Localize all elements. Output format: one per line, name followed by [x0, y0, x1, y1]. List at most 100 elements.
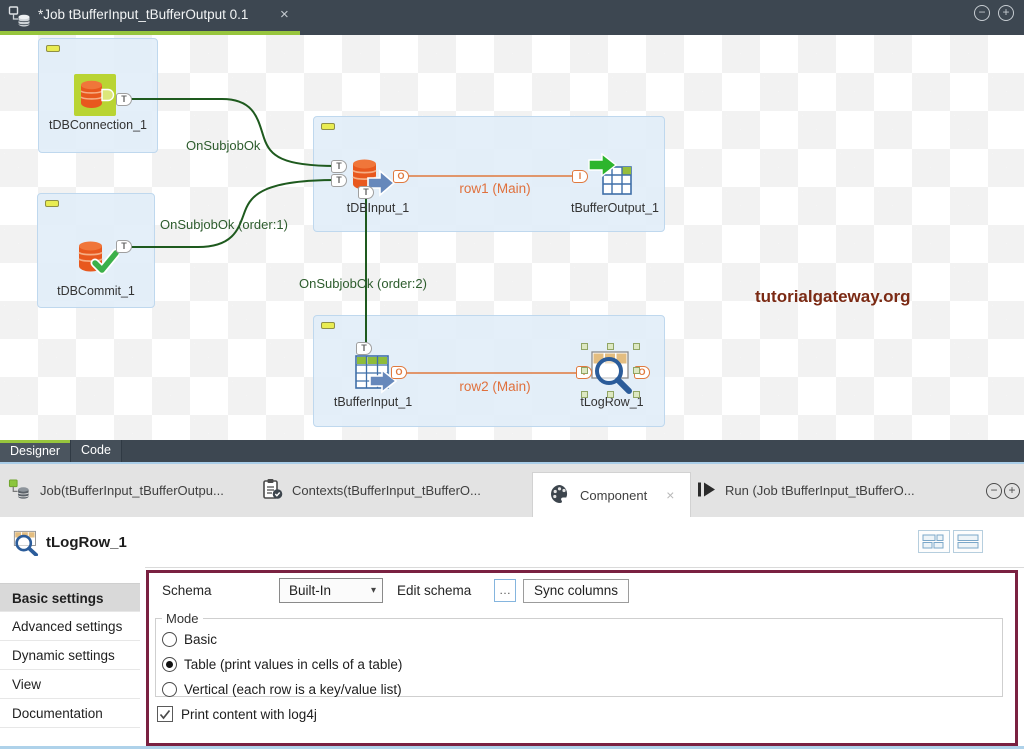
link-label-row1[interactable]: row1 (Main) [459, 181, 531, 196]
link-label-onsubjobok-order1[interactable]: OnSubjobOk (order:1) [160, 217, 288, 232]
tbufferinput-output-port[interactable]: O [391, 366, 407, 379]
sync-columns-button[interactable]: Sync columns [523, 579, 630, 603]
window-tab-title[interactable]: *Job tBufferInput_tBufferOutput 0.1 [38, 7, 249, 22]
sidebar-item-view[interactable]: View [0, 670, 140, 699]
tlogrow-panel-icon [12, 529, 39, 561]
sidebar-item-documentation[interactable]: Documentation [0, 699, 140, 728]
mode-legend: Mode [166, 611, 199, 626]
tdbconnection-trigger-port[interactable]: T [116, 93, 132, 106]
node-label: tDBConnection_1 [49, 118, 147, 132]
selection-handle[interactable] [633, 343, 640, 350]
watermark-text: tutorialgateway.org [755, 287, 911, 306]
tdbinput-trigger-port-2[interactable]: T [331, 174, 347, 187]
panel-title: tLogRow_1 [46, 534, 127, 551]
annotation-highlight-box: Schema Built-In ▾ Edit schema … Sync col… [146, 570, 1018, 746]
rows-layout-button[interactable] [953, 530, 983, 553]
node-label: tBufferInput_1 [333, 395, 413, 409]
maximize-panel-icon[interactable]: + [1004, 483, 1020, 499]
tab-contexts[interactable]: Contexts(tBufferInput_tBufferO... [262, 464, 481, 517]
radio-basic[interactable] [162, 632, 177, 647]
link-label-row2[interactable]: row2 (Main) [459, 379, 531, 394]
node-label: tBufferOutput_1 [570, 201, 660, 215]
sidebar-item-dynamic-settings[interactable]: Dynamic settings [0, 641, 140, 670]
radio-table[interactable] [162, 657, 177, 672]
tdbcommit-trigger-port[interactable]: T [116, 240, 132, 253]
edit-schema-label: Edit schema [397, 583, 472, 598]
tbufferinput-trigger-port[interactable]: T [356, 342, 372, 355]
tdbinput-trigger-port-1[interactable]: T [331, 160, 347, 173]
minimize-panel-icon[interactable]: − [986, 483, 1002, 499]
contexts-tab-icon [262, 478, 283, 504]
settings-sidebar: Basic settings Advanced settings Dynamic… [0, 583, 140, 728]
selection-handle[interactable] [633, 391, 640, 398]
tab-code[interactable]: Code [70, 440, 122, 462]
selection-handle[interactable] [581, 343, 588, 350]
tab-component-label: Component [580, 487, 648, 503]
tab-job[interactable]: Job(tBufferInput_tBufferOutpu... [8, 464, 224, 517]
tab-designer[interactable]: Designer [0, 440, 71, 462]
tdbinput-trigger-port-3[interactable]: T [358, 186, 374, 199]
node-label: tLogRow_1 [580, 395, 644, 409]
link-label-onsubjobok[interactable]: OnSubjobOk [186, 138, 261, 153]
radio-basic-label: Basic [184, 632, 218, 647]
job-tab-icon [8, 478, 31, 504]
view-tab-bar: Designer Code [0, 440, 1024, 462]
schema-dropdown-value: Built-In [289, 583, 332, 598]
mode-option-table[interactable]: Table (print values in cells of a table) [162, 657, 402, 672]
minimize-icon[interactable]: − [974, 5, 990, 21]
tbufferoutput-input-port[interactable]: I [572, 170, 588, 183]
window-tab-close-icon[interactable]: × [280, 6, 289, 23]
tlogrow-node-icon[interactable] [588, 348, 634, 399]
tdbcommit-node-icon[interactable] [75, 238, 121, 285]
tab-run-label: Run (Job tBufferInput_tBufferO... [725, 483, 915, 498]
window-bottom-edge [0, 746, 1024, 749]
job-icon [8, 5, 32, 34]
run-tab-icon [697, 481, 716, 501]
selection-handle[interactable] [581, 391, 588, 398]
design-canvas[interactable]: T tDBConnection_1 T tDBCommit_1 T T [0, 35, 1024, 440]
collapse-marker-icon[interactable] [321, 322, 335, 329]
collapse-marker-icon[interactable] [321, 123, 335, 130]
radio-vertical-label: Vertical (each row is a key/value list) [184, 682, 402, 697]
tab-run[interactable]: Run (Job tBufferInput_tBufferO... [697, 464, 915, 517]
grid-layout-button[interactable] [918, 530, 950, 553]
tdbinput-output-port[interactable]: O [393, 170, 409, 183]
schema-label: Schema [162, 583, 212, 598]
component-tab-icon [549, 484, 571, 507]
divider [0, 462, 1024, 464]
active-tab-underline [0, 31, 300, 35]
selection-handle[interactable] [633, 367, 640, 374]
selection-handle[interactable] [581, 367, 588, 374]
maximize-icon[interactable]: + [998, 5, 1014, 21]
edit-schema-ellipsis-button[interactable]: … [494, 579, 516, 602]
collapse-marker-icon[interactable] [46, 45, 60, 52]
chevron-down-icon: ▾ [370, 585, 376, 596]
tab-component[interactable]: Component × [532, 472, 692, 517]
tab-contexts-label: Contexts(tBufferInput_tBufferO... [292, 483, 481, 498]
mode-option-vertical[interactable]: Vertical (each row is a key/value list) [162, 682, 402, 697]
collapse-marker-icon[interactable] [45, 200, 59, 207]
log4j-option[interactable]: Print content with log4j [157, 706, 317, 722]
tbufferinput-node-icon[interactable] [350, 350, 398, 401]
divider [145, 567, 1024, 568]
radio-vertical[interactable] [162, 682, 177, 697]
selection-handle[interactable] [607, 391, 614, 398]
tab-job-label: Job(tBufferInput_tBufferOutpu... [40, 483, 224, 498]
mode-option-basic[interactable]: Basic [162, 632, 217, 647]
component-panel: tLogRow_1 Basic settings Advanced settin… [0, 517, 1024, 749]
schema-dropdown[interactable]: Built-In ▾ [279, 578, 383, 603]
tbufferoutput-node-icon[interactable] [588, 152, 634, 204]
sidebar-item-basic-settings[interactable]: Basic settings [0, 583, 140, 612]
selection-handle[interactable] [607, 343, 614, 350]
link-label-onsubjobok-order2[interactable]: OnSubjobOk (order:2) [299, 276, 427, 291]
tdbconnection-node-icon[interactable] [74, 74, 116, 121]
log4j-checkbox-label: Print content with log4j [181, 706, 317, 722]
radio-table-label: Table (print values in cells of a table) [184, 657, 403, 672]
sidebar-item-advanced-settings[interactable]: Advanced settings [0, 612, 140, 641]
bottom-tab-bar: Job(tBufferInput_tBufferOutpu... Context… [0, 464, 1024, 517]
tab-component-close-icon[interactable]: × [666, 487, 675, 503]
node-label: tDBInput_1 [346, 201, 410, 215]
log4j-checkbox[interactable] [157, 706, 173, 722]
tdbinput-node-icon[interactable] [350, 156, 396, 205]
